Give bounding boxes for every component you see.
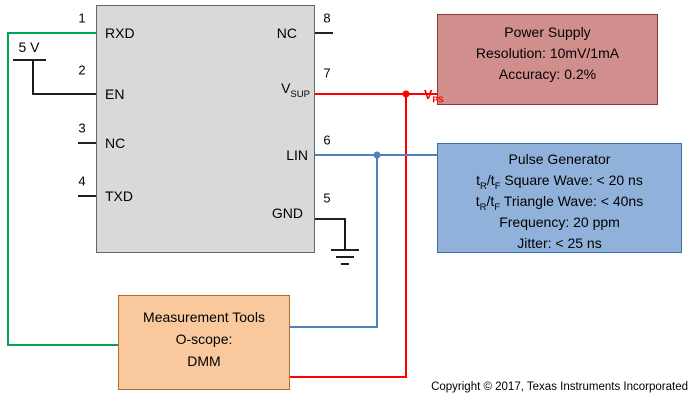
vps-subscript: PS	[432, 94, 444, 105]
tr-base: t	[475, 193, 480, 209]
ground-symbol	[331, 249, 359, 265]
measurement-dmm-label: DMM	[187, 353, 221, 369]
pin-number-4: 4	[78, 173, 86, 189]
measurement-tools-title: Measurement Tools	[143, 309, 265, 325]
pin-label-rxd: RXD	[105, 25, 135, 41]
pin-label-en: EN	[105, 86, 125, 102]
supply-5v-label: 5 V	[18, 39, 40, 55]
square-wave-text: Square Wave: < 20 ns	[500, 172, 643, 188]
pin-number-1: 1	[78, 10, 86, 26]
pin-label-nc-left: NC	[105, 135, 126, 151]
ic-block	[96, 5, 315, 253]
vsup-subscript: SUP	[290, 88, 310, 100]
vsup-base: V	[281, 80, 291, 96]
gnd-wire	[315, 218, 346, 250]
measurement-oscope-label: O-scope:	[175, 331, 233, 347]
tr-base: t	[476, 172, 481, 188]
tf-base: /t	[486, 172, 495, 188]
copyright-text: Copyright © 2017, Texas Instruments Inco…	[431, 381, 688, 393]
pin-label-vsup: VSUP	[281, 80, 310, 99]
pin-number-8: 8	[323, 10, 331, 26]
lin-to-oscope-wire-blue	[290, 155, 378, 328]
pin-label-nc-right: NC	[276, 25, 297, 41]
pulse-generator-title: Pulse Generator	[508, 151, 611, 167]
pin-number-7: 7	[323, 65, 331, 81]
vsup-to-dmm-wire-red	[290, 94, 407, 378]
vps-node-label: VPS	[424, 88, 444, 105]
power-supply-title: Power Supply	[504, 24, 591, 40]
rxd-wire-green	[7, 32, 118, 346]
tr-subscript: R	[479, 201, 487, 213]
tf-base: /t	[486, 193, 495, 209]
power-supply-accuracy: Accuracy: 0.2%	[498, 66, 597, 82]
power-supply-box: Power Supply Resolution: 10mV/1mA Accura…	[437, 14, 658, 105]
en-wire	[32, 60, 96, 95]
pulse-triangle-wave-spec: tR/tF Triangle Wave: < 40ns	[438, 191, 681, 212]
power-supply-resolution: Resolution: 10mV/1mA	[475, 45, 620, 61]
pin-label-gnd: GND	[271, 205, 303, 221]
pin-label-txd: TXD	[105, 188, 133, 204]
tr-subscript: R	[480, 180, 487, 192]
pin-number-5: 5	[323, 190, 331, 206]
pin-number-2: 2	[78, 62, 86, 78]
pulse-frequency-spec: Frequency: 20 ppm	[499, 214, 620, 230]
pulse-jitter-spec: Jitter: < 25 ns	[517, 235, 602, 251]
vsup-junction-dot	[402, 90, 410, 98]
pulse-square-wave-spec: tR/tF Square Wave: < 20 ns	[438, 170, 681, 191]
pin-label-lin: LIN	[286, 147, 308, 163]
vps-base: V	[424, 88, 433, 102]
pin-number-6: 6	[323, 132, 331, 148]
tf-subscript: F	[494, 180, 501, 192]
lin-junction-dot	[373, 151, 381, 159]
measurement-tools-box: Measurement Tools O-scope: DMM	[118, 295, 290, 390]
tf-subscript: F	[494, 201, 501, 213]
pin-number-3: 3	[78, 120, 86, 136]
pulse-generator-box: Pulse Generator tR/tF Square Wave: < 20 …	[437, 143, 682, 253]
triangle-wave-text: Triangle Wave: < 40ns	[500, 193, 644, 209]
